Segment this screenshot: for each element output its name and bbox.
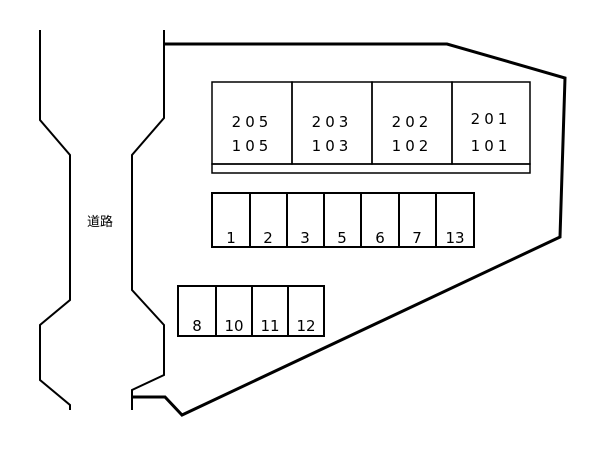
unit-label-upper: 205: [232, 113, 273, 131]
unit-label-lower: 101: [471, 137, 512, 155]
unit-label-lower: 102: [392, 137, 433, 155]
parking-space-12: [287, 285, 325, 337]
parking-space-label: 13: [445, 229, 464, 247]
parking-space-label: 11: [260, 317, 279, 335]
unit-label-lower: 105: [232, 137, 273, 155]
road-label: 道路: [87, 214, 113, 230]
parking-space-label: 5: [337, 229, 347, 247]
parking-row-bottom: 8 10 11 12: [177, 285, 325, 337]
road-right-edge: [131, 30, 165, 410]
building-balcony-strip: [211, 163, 531, 174]
parking-space-label: 3: [300, 229, 310, 247]
parking-space-13: [435, 192, 475, 248]
parking-space-label: 2: [263, 229, 273, 247]
unit-label-upper: 203: [312, 113, 353, 131]
unit-label-upper: 202: [392, 113, 433, 131]
unit-label-upper: 201: [471, 110, 512, 128]
site-boundary: [132, 42, 567, 417]
parking-space-label: 12: [296, 317, 315, 335]
parking-row-top: 1 2 3 5 6 7 13: [211, 192, 475, 248]
parking-space-label: 7: [412, 229, 422, 247]
parking-space-label: 10: [224, 317, 243, 335]
road-left-edge: [39, 30, 71, 410]
building-block: 205 105 203 103 202 102 201 101: [211, 81, 531, 174]
parking-space-label: 6: [375, 229, 385, 247]
parking-space-label: 8: [192, 317, 202, 335]
parking-space-label: 1: [226, 229, 236, 247]
unit-label-lower: 103: [312, 137, 353, 155]
